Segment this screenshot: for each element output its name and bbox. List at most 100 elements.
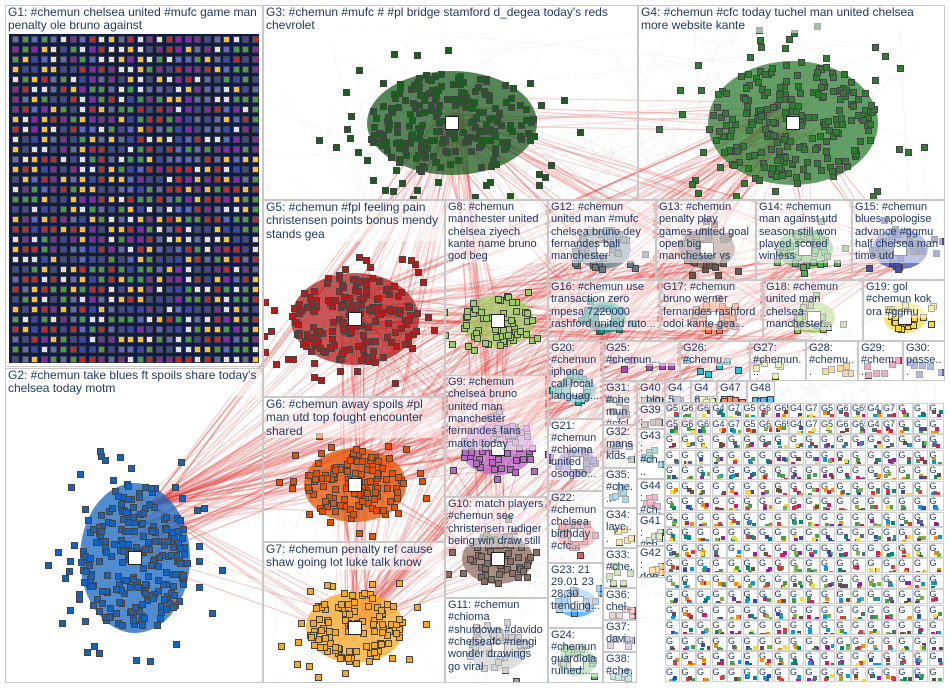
g1-node[interactable] xyxy=(60,266,67,273)
g1-node[interactable] xyxy=(242,356,249,363)
minor-node[interactable] xyxy=(733,460,737,464)
cluster-node[interactable] xyxy=(325,619,332,626)
g1-node[interactable] xyxy=(252,66,259,73)
group-node[interactable] xyxy=(735,367,742,374)
g1-node[interactable] xyxy=(98,246,105,253)
minor-node[interactable] xyxy=(700,552,704,556)
g1-node[interactable] xyxy=(60,96,67,103)
minor-node[interactable] xyxy=(691,442,695,446)
g1-node[interactable] xyxy=(12,276,19,283)
minor-group-cell[interactable]: G xyxy=(820,512,835,527)
minor-node[interactable] xyxy=(691,550,695,554)
minor-group-cell[interactable]: G xyxy=(789,558,804,573)
minor-node[interactable] xyxy=(752,429,756,433)
g1-node[interactable] xyxy=(252,126,259,133)
minor-group-cell[interactable]: G7 xyxy=(727,403,742,418)
g1-node[interactable] xyxy=(31,326,38,333)
g1-node[interactable] xyxy=(137,166,144,173)
cluster-node[interactable] xyxy=(402,97,409,104)
minor-group-cell[interactable]: G7 xyxy=(805,419,820,434)
g1-node[interactable] xyxy=(242,76,249,83)
g1-node[interactable] xyxy=(242,166,249,173)
g1-node[interactable] xyxy=(233,226,240,233)
satellite-node[interactable] xyxy=(318,450,325,457)
satellite-node[interactable] xyxy=(391,51,398,58)
g1-node[interactable] xyxy=(175,36,182,43)
g1-node[interactable] xyxy=(118,66,125,73)
g1-node[interactable] xyxy=(22,306,29,313)
minor-group-cell[interactable]: G xyxy=(836,481,851,496)
satellite-node[interactable] xyxy=(747,54,754,61)
cluster-node[interactable] xyxy=(163,606,170,613)
minor-group-cell[interactable]: G xyxy=(851,558,866,573)
group-g42[interactable]: G42: don... xyxy=(637,546,665,578)
cluster-node[interactable] xyxy=(452,148,459,155)
g1-node[interactable] xyxy=(137,76,144,83)
g1-node[interactable] xyxy=(166,136,173,143)
minor-group-cell[interactable]: G xyxy=(805,496,820,511)
cluster-node[interactable] xyxy=(776,91,783,98)
g1-node[interactable] xyxy=(166,156,173,163)
cluster-node[interactable] xyxy=(308,348,315,355)
cluster-node[interactable] xyxy=(818,167,825,174)
minor-group-cell[interactable]: G xyxy=(665,512,680,527)
g1-node[interactable] xyxy=(70,136,77,143)
minor-node[interactable] xyxy=(795,443,799,447)
g1-node[interactable] xyxy=(79,296,86,303)
minor-group-cell[interactable]: G xyxy=(665,481,680,496)
minor-group-cell[interactable]: G xyxy=(913,434,928,449)
satellite-node[interactable] xyxy=(870,193,877,200)
cluster-node[interactable] xyxy=(324,475,331,482)
g1-node[interactable] xyxy=(204,276,211,283)
minor-group-cell[interactable]: G xyxy=(681,465,696,480)
satellite-node[interactable] xyxy=(679,111,686,118)
satellite-node[interactable] xyxy=(209,610,216,617)
g1-node[interactable] xyxy=(194,326,201,333)
cluster-node[interactable] xyxy=(89,583,96,590)
cluster-node[interactable] xyxy=(390,603,397,610)
cluster-node[interactable] xyxy=(359,448,366,455)
g1-node[interactable] xyxy=(60,76,67,83)
cluster-node[interactable] xyxy=(792,156,799,163)
cluster-node[interactable] xyxy=(463,322,470,329)
minor-group-cell[interactable]: G xyxy=(867,527,882,542)
g1-node[interactable] xyxy=(223,86,230,93)
minor-node[interactable] xyxy=(812,537,816,541)
minor-node[interactable] xyxy=(932,460,936,464)
g1-node[interactable] xyxy=(252,46,259,53)
minor-node[interactable] xyxy=(777,441,781,445)
minor-group-cell[interactable]: G xyxy=(681,434,696,449)
cluster-node[interactable] xyxy=(392,329,399,336)
cluster-node[interactable] xyxy=(433,128,440,135)
g1-node[interactable] xyxy=(50,326,57,333)
g1-node[interactable] xyxy=(89,256,96,263)
cluster-node[interactable] xyxy=(127,584,134,591)
g1-node[interactable] xyxy=(137,196,144,203)
g1-node[interactable] xyxy=(118,336,125,343)
minor-node[interactable] xyxy=(798,551,802,555)
satellite-node[interactable] xyxy=(315,674,322,681)
minor-node[interactable] xyxy=(823,474,827,478)
minor-node[interactable] xyxy=(900,430,904,434)
satellite-node[interactable] xyxy=(896,146,903,153)
minor-node[interactable] xyxy=(751,415,755,418)
g1-node[interactable] xyxy=(22,276,29,283)
g1-node[interactable] xyxy=(70,146,77,153)
minor-group-cell[interactable]: G xyxy=(743,543,758,558)
satellite-node[interactable] xyxy=(289,485,296,492)
minor-group-cell[interactable]: G xyxy=(867,605,882,620)
satellite-node[interactable] xyxy=(356,67,363,74)
g1-node[interactable] xyxy=(12,186,19,193)
g1-node[interactable] xyxy=(89,56,96,63)
satellite-node[interactable] xyxy=(445,47,452,54)
minor-node[interactable] xyxy=(827,614,831,618)
g1-node[interactable] xyxy=(50,356,57,363)
cluster-node[interactable] xyxy=(410,100,417,107)
cluster-node[interactable] xyxy=(86,562,93,569)
g1-node[interactable] xyxy=(185,96,192,103)
g1-node[interactable] xyxy=(79,206,86,213)
g1-node[interactable] xyxy=(98,276,105,283)
g1-node[interactable] xyxy=(194,356,201,363)
minor-group-cell[interactable]: G xyxy=(898,558,913,573)
g1-node[interactable] xyxy=(156,286,163,293)
